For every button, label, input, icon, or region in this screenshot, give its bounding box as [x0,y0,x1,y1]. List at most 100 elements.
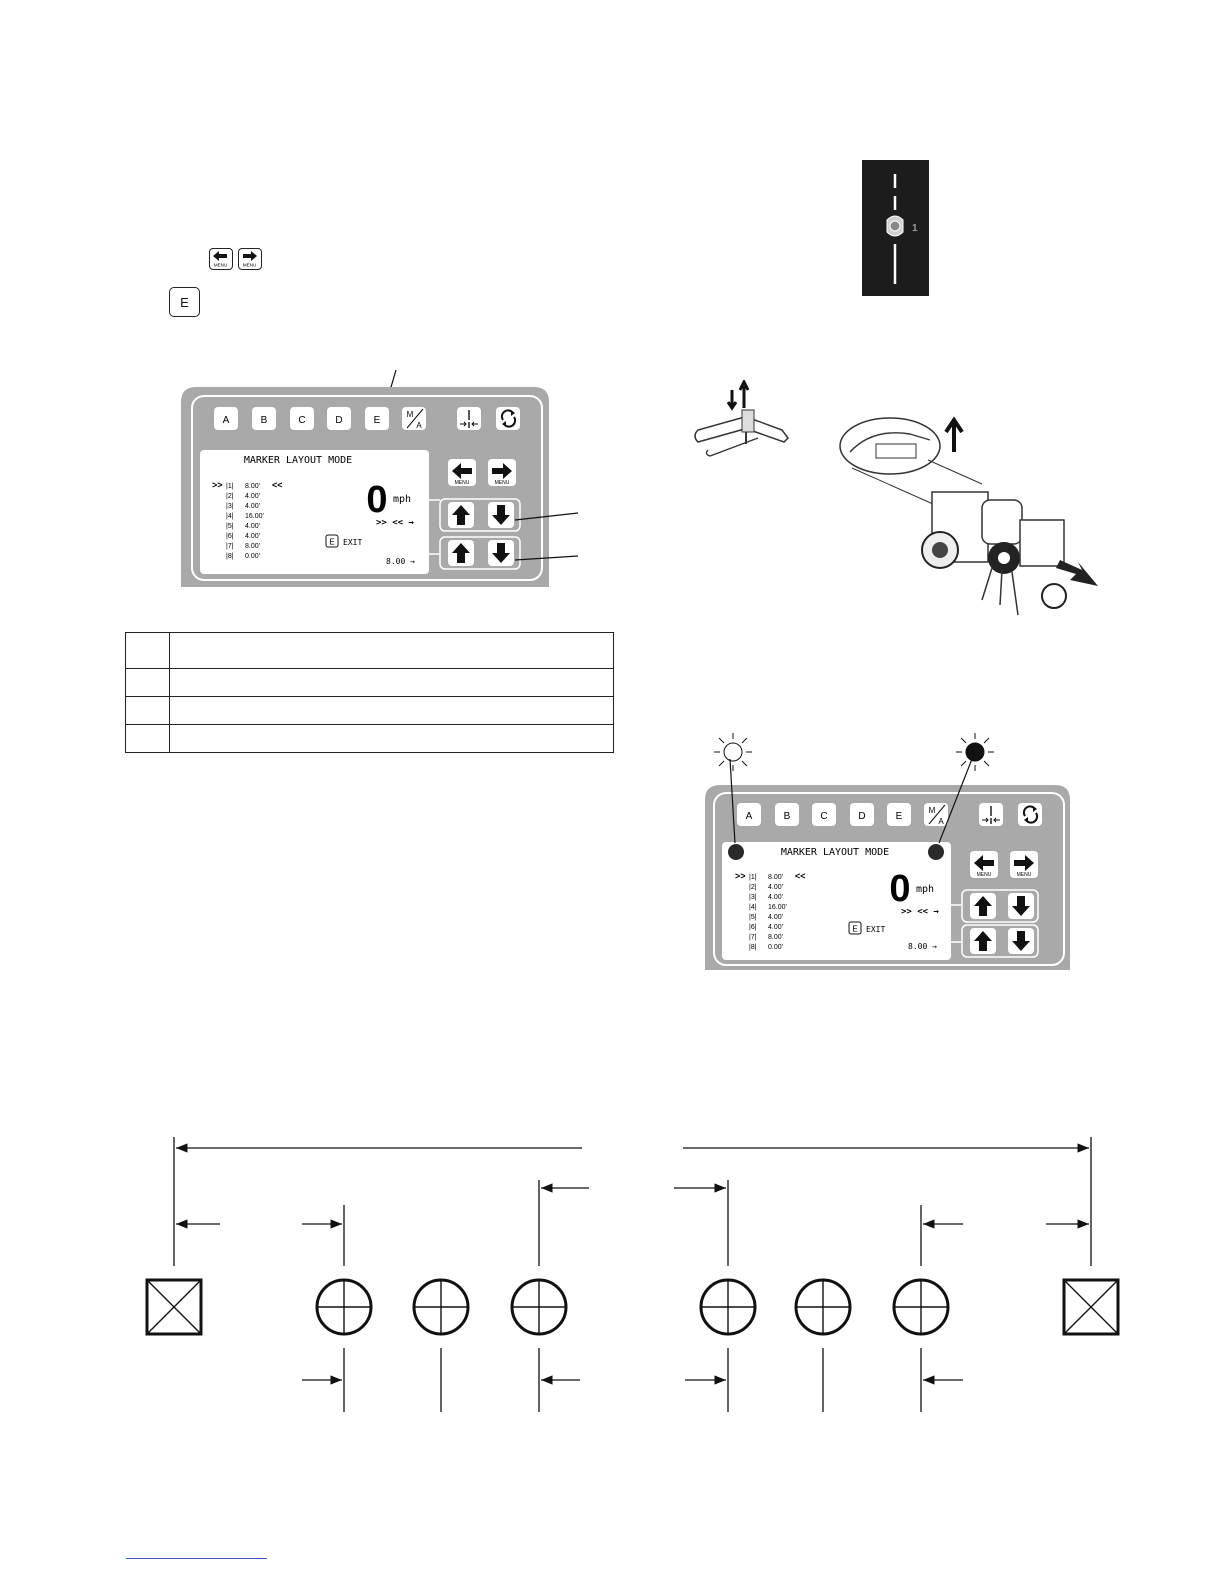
table-row [125,724,614,753]
svg-text:C: C [820,811,827,822]
flashing-light-icon-left [714,733,752,771]
table-row [125,696,614,725]
right-arrow-menu-icon [1014,855,1034,871]
end-markers [145,1278,1120,1336]
speed-unit: mph [393,494,411,505]
svg-text:|5|: |5| [226,523,234,530]
row-list: >> |1|8.00' << |2|4.00' |3|4.00' |4|16.0… [735,871,806,951]
svg-text:8.00': 8.00' [245,543,260,550]
svg-text:4.00': 4.00' [245,493,260,500]
gun-symbol [510,1278,568,1336]
svg-text:E: E [374,415,381,426]
table-row [125,632,614,669]
svg-text:>>: >> [212,480,223,490]
svg-text:|1|: |1| [749,874,757,881]
svg-text:16.00': 16.00' [768,904,787,911]
up-arrow-icon [974,931,992,951]
panel1-top-buttons: A B C D E M A [214,407,520,430]
gun-symbol [892,1278,950,1336]
svg-text:M: M [929,806,936,815]
svg-text:0.00': 0.00' [768,944,783,951]
indicator-lamp-left [728,844,744,860]
svg-text:D: D [335,415,342,426]
button-a [214,407,238,430]
control-panel-2: A B C D E M A MARKER LAYOUT MODE >> |1| 8… [705,733,1070,970]
down-arrow-icon [492,505,510,525]
svg-text:|1|: |1| [226,483,234,490]
svg-text:|6|: |6| [226,533,234,540]
button-c [290,407,314,430]
svg-text:D: D [858,811,865,822]
svg-text:4.00': 4.00' [768,924,783,931]
exit-label: EXIT [866,925,885,934]
svg-text:|5|: |5| [749,914,757,921]
svg-text:>>: >> [735,871,746,881]
svg-text:MENU: MENU [455,480,470,486]
svg-text:4.00': 4.00' [245,523,260,530]
up-arrow-icon [974,896,992,916]
lane-gun-graphic: 1 [862,160,929,296]
svg-text:8.00': 8.00' [768,874,783,881]
control-panel-1: A B C D E M A MARKER LAYOUT MODE >> |1| 8… [181,369,579,587]
down-arrow-icon [1012,931,1030,951]
table-row [125,668,614,697]
svg-text:4.00': 4.00' [768,894,783,901]
left-arrow-menu-icon [974,855,994,871]
svg-text:8.00': 8.00' [768,934,783,941]
svg-text:0.00': 0.00' [245,553,260,560]
flashing-light-icon-right [956,733,994,771]
svg-text:E: E [852,925,857,934]
svg-text:8.00': 8.00' [245,483,260,490]
svg-text:|8|: |8| [749,944,757,951]
menu-left-key: MENU [209,248,233,270]
svg-text:A: A [416,421,422,430]
svg-text:|8|: |8| [226,553,234,560]
right-arrow-menu-icon: MENU [243,251,257,268]
down-arrow-icon [492,543,510,563]
svg-text:4.00': 4.00' [245,503,260,510]
display-title: MARKER LAYOUT MODE [781,847,889,858]
svg-text:4.00': 4.00' [768,884,783,891]
speed-unit: mph [916,884,934,895]
svg-text:<<: << [272,480,283,490]
gun-layout-diagram [145,1137,1120,1412]
panel1-display [200,450,429,574]
down-arrow-icon [1012,896,1030,916]
gun-symbol [699,1278,757,1336]
svg-text:M: M [407,410,414,419]
spray-gun-icon [886,215,904,237]
value-line: 8.00 → [386,557,415,566]
row-list: >> |1|8.00' << |2|4.00' |3|4.00' |4|16.0… [212,480,283,560]
svg-text:|3|: |3| [749,894,757,901]
cycle-icon [1022,805,1039,824]
menu-right-key: MENU [238,248,262,270]
svg-text:B: B [784,811,791,822]
svg-text:|2|: |2| [226,493,234,500]
left-arrow-menu-icon: MENU [213,251,227,268]
svg-text:MENU: MENU [977,872,992,878]
indicator-lamp-right [928,844,944,860]
svg-text:E: E [896,811,903,822]
svg-text:|2|: |2| [749,884,757,891]
gun-number: 1 [912,223,918,234]
svg-text:|6|: |6| [749,924,757,931]
svg-text:C: C [298,415,305,426]
panel2-top-buttons: A B C D E M A [737,803,1042,826]
e-key: E [169,287,200,317]
line-striper-machine-illustration [839,416,1098,616]
svg-text:B: B [261,415,268,426]
button-d [327,407,351,430]
svg-text:|3|: |3| [226,503,234,510]
button-b [252,407,276,430]
svg-text:|4|: |4| [749,904,757,911]
svg-text:|7|: |7| [749,934,757,941]
exit-label: EXIT [343,538,362,547]
display-title: MARKER LAYOUT MODE [244,455,352,466]
svg-text:4.00': 4.00' [245,533,260,540]
value-line: 8.00 → [908,942,937,951]
center-line-icon [460,410,478,428]
svg-text:A: A [938,817,944,826]
svg-text:A: A [223,415,230,426]
svg-text:A: A [746,811,753,822]
up-arrow-icon [452,543,470,563]
